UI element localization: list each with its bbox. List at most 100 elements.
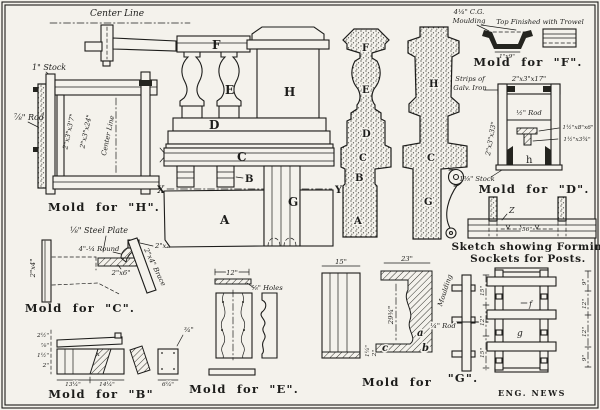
plan-part-g: g [517, 329, 523, 339]
mold-b-drawing: 2½" ⅞" 1½" 2" x 13¼" 14¼" ¾" 6¼" Mold fo… [36, 326, 194, 401]
socket-plan-drawing: f g 9" 12" 12" 9" [486, 267, 592, 373]
brace [127, 237, 157, 294]
socket-dim-56: 56" [522, 227, 532, 233]
d-cavity-label: h [526, 155, 533, 166]
g-strip-dim-1: 15" [480, 286, 486, 296]
mold-f-caption: Mold for "F". [473, 55, 582, 69]
dim-2x2-label: 2"x2" [154, 242, 174, 250]
elevation-label-g: G [288, 195, 298, 209]
trowel-label: Top Finished with Trowel [496, 18, 584, 26]
base-a [163, 189, 265, 248]
baluster-section-profile [340, 28, 392, 238]
stippled-side [37, 83, 47, 189]
mold-g-caption-1: Mold for [362, 375, 432, 389]
post-section-profile [402, 26, 468, 240]
dim-2x4-label: 2"x4" [29, 259, 37, 279]
d-dim-right-1: 1½"x8"x6" [562, 124, 594, 131]
elevation-label-c: C [237, 150, 247, 164]
socket-caption-2: Sockets for Posts. [470, 253, 586, 265]
f-dim-1x9: 1"x9" [499, 54, 515, 60]
socket-caption-1: Sketch showing Forming [452, 241, 600, 253]
center-line-detail: Center Line [49, 9, 191, 67]
g-dim-height: 29¾" [387, 306, 395, 325]
baluster-left [179, 51, 205, 107]
mold-d-caption: Mold for "D". [478, 182, 589, 196]
elevation-label-b: B [245, 174, 253, 185]
d-dim-top: 2"x3"x17" [511, 75, 546, 83]
post-label-c: C [427, 153, 435, 164]
baluster-right [216, 51, 242, 107]
g-section-profile [375, 270, 433, 353]
b-dim-6: 6¼" [162, 381, 174, 388]
plan-dim-4: 9" [582, 354, 588, 361]
bracket-scroll-top [447, 168, 465, 186]
plan-part-f: f [528, 300, 534, 309]
section-label-f: F [362, 43, 369, 54]
mold-g-caption-2: "G". [448, 371, 479, 385]
center-line-label: Center Line [90, 9, 144, 19]
g-dim-15: 15" [335, 258, 347, 266]
elevation-label-e: E [225, 83, 234, 97]
section-mark-y: Y [334, 185, 343, 196]
rail-arm [112, 37, 177, 52]
post-label-h: H [429, 79, 438, 90]
steel-plate-label: ⅛" Steel Plate [70, 226, 128, 235]
socket-post-right [557, 196, 567, 222]
b-stack-dim-1: 2½" [36, 332, 49, 339]
publication-credit: ENG. NEWS [498, 388, 566, 398]
elevation-label-h: H [284, 85, 295, 99]
rod-label: ⅞" Rod [14, 113, 44, 122]
g-dim-foot-1: 1¼" [364, 345, 371, 357]
elevation-label-a: A [219, 213, 230, 227]
e-holes-label: ⅞" Holes [251, 284, 283, 292]
g-strip-dim-3: 15" [480, 348, 486, 358]
dim-2x6-label: 2"x6" [111, 269, 131, 277]
bracket-scroll-bottom [445, 227, 457, 239]
b-stack-dim-3: 1½" [37, 352, 49, 359]
elevation-label-d: D [209, 118, 219, 132]
d-stock-label: 1⅜" Stock [459, 175, 495, 183]
g-strip-dim-2: 12" [480, 316, 486, 326]
section-mark-x: X [157, 185, 165, 196]
b-dim-14: 14¼" [99, 381, 115, 388]
mold-e-drawing: 12" ⅞" Holes Mold for "E". [189, 268, 299, 397]
plan-dim-2: 12" [582, 299, 588, 309]
b-stack-dim-4: 2" [42, 363, 50, 369]
post-section: H C G [402, 26, 468, 240]
b-dim-13: 13¼" [65, 381, 81, 388]
balustrade-elevation: F H E D C B X Y A G [157, 26, 343, 248]
mold-f-drawing: 4¼" C.G. Moulding Top Finished with Trow… [452, 8, 584, 69]
g-mold-box [321, 272, 361, 359]
section-label-d: D [362, 129, 371, 140]
post-cap [251, 26, 325, 41]
e-dim-12: 12" [226, 269, 238, 277]
plan-dim-1: 9" [582, 278, 588, 285]
section-label-e: E [362, 85, 370, 96]
mold-h-caption: Mold for "H". [48, 200, 160, 214]
g-part-c: c [382, 343, 388, 354]
section-label-c: C [359, 153, 367, 164]
g-rod-label: ¼" Rod [430, 322, 456, 330]
section-label-b: B [355, 173, 363, 184]
b-molding-strip [129, 345, 151, 375]
cg-moulding-label-2: Moulding [452, 17, 487, 25]
plan-dim-3: 12" [582, 327, 588, 337]
mold-c-caption: Mold for "C". [25, 301, 135, 315]
z-mark: Z [508, 206, 515, 215]
socket-forming-sketch: Z 56" Sketch showing Forming Sockets for… [452, 196, 600, 265]
mold-d-drawing: Strips of Galv. Iron 2"x3"x17" ½" Rod 2"… [453, 74, 594, 197]
g-dim-23: 23" [400, 255, 413, 263]
cg-moulding-label-1: 4¼" C.G. [453, 8, 485, 16]
d-rod-label: ½" Rod [516, 109, 542, 117]
post-g-pillar [263, 165, 301, 247]
mold-e-caption: Mold for "E". [189, 382, 299, 396]
g-part-b: b [422, 343, 429, 354]
g-dim-foot-2: 2" [372, 349, 378, 357]
stock-label: 1" Stock [32, 63, 66, 72]
galv-strips-label-1: Strips of [455, 75, 486, 83]
baluster-section: F E D C B A [340, 28, 392, 238]
trough-mold [482, 30, 533, 49]
